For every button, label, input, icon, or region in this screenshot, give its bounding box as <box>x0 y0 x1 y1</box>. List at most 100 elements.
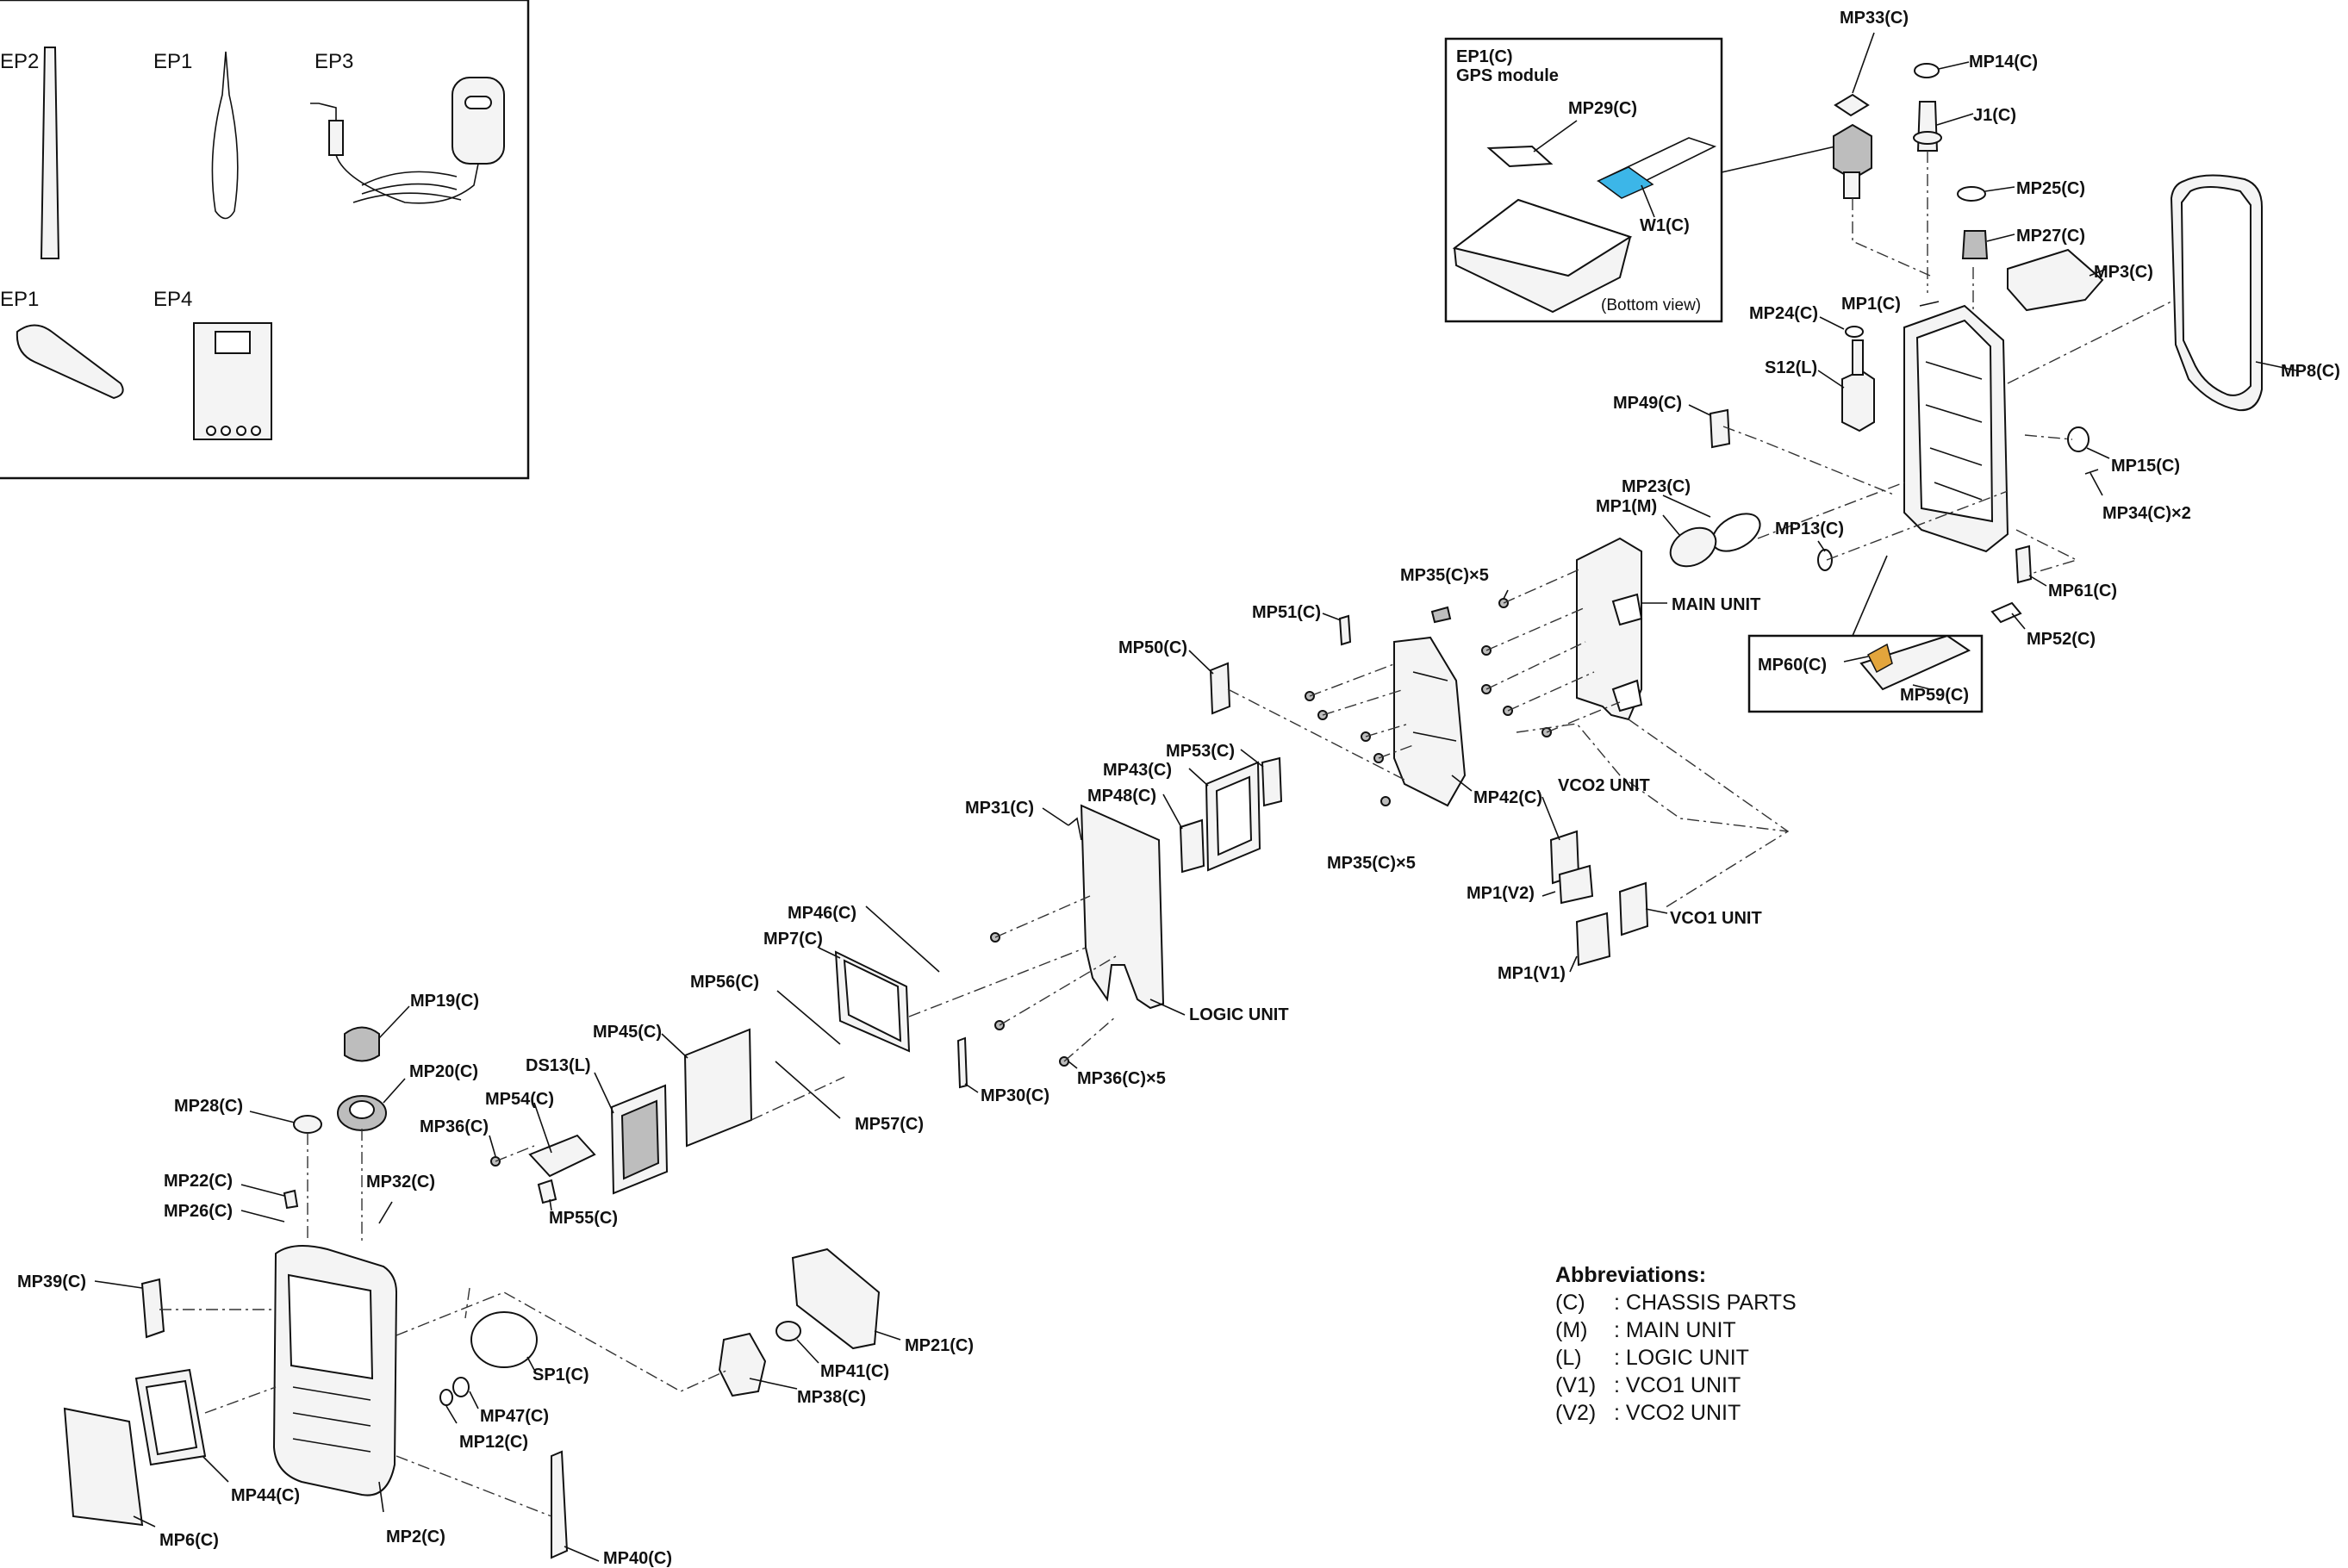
battery-case-drawing <box>193 322 272 440</box>
part-label: MP1(V2) <box>1467 884 1535 903</box>
part-label: MP56(C) <box>690 973 759 992</box>
part-label: MP44(C) <box>231 1486 300 1505</box>
main-unit-board <box>1576 537 1667 721</box>
part-label: MP54(C) <box>485 1090 554 1109</box>
gps-inset-subtitle: GPS module <box>1456 66 1559 85</box>
abbr-code: (C) <box>1555 1291 1585 1315</box>
part-label: MP21(C) <box>905 1336 974 1355</box>
part-label: MP52(C) <box>2027 630 2096 649</box>
accessory-label-ep4: EP4 <box>153 288 192 311</box>
part-label: MP13(C) <box>1775 520 1844 538</box>
part-label: MP1(M) <box>1596 497 1657 516</box>
part-label: MP1(C) <box>1841 295 1901 314</box>
part-label: MP19(C) <box>410 992 479 1011</box>
screws-mp35-upper <box>1481 589 1552 737</box>
part-label: MP38(C) <box>797 1388 866 1407</box>
belt-clip-drawing <box>16 324 124 400</box>
part-label: MP51(C) <box>1252 603 1321 622</box>
radio-front-housing <box>272 1245 398 1496</box>
label-mp29: MP29(C) <box>1568 99 1637 118</box>
label-w1: W1(C) <box>1640 216 1690 235</box>
part-label: MP7(C) <box>763 930 823 949</box>
part-label: MP61(C) <box>2048 582 2117 600</box>
abbr-meaning: : VCO2 UNIT <box>1614 1401 1741 1425</box>
part-label: MP8(C) <box>2281 362 2340 381</box>
gps-inset-view-note: (Bottom view) <box>1601 296 1701 314</box>
part-label: MP48(C) <box>1087 787 1156 806</box>
part-label: S12(L) <box>1765 358 1817 377</box>
part-label: MP43(C) <box>1103 761 1172 780</box>
part-label: MP15(C) <box>2111 457 2180 476</box>
assembly-guide-lines <box>159 151 2172 1517</box>
accessory-label-ep2: EP2 <box>0 50 39 73</box>
part-label: MP26(C) <box>164 1202 233 1221</box>
part-label: MP53(C) <box>1166 742 1235 761</box>
part-labels: MP33(C) MP14(C) J1(C) MP25(C) MP27(C) MP… <box>17 9 2340 1568</box>
gps-module-inset: EP1(C) GPS module MP29(C) W1(C) (Bottom … <box>1444 37 1836 323</box>
abbr-code: (M) <box>1555 1318 1587 1342</box>
part-label: MP34(C)×2 <box>2102 504 2191 523</box>
abbr-meaning: : VCO1 UNIT <box>1614 1373 1741 1397</box>
part-label: SP1(C) <box>533 1366 589 1384</box>
part-label: MAIN UNIT <box>1672 595 1760 614</box>
part-label: MP23(C) <box>1622 477 1691 496</box>
part-label: MP2(C) <box>386 1528 445 1546</box>
abbreviations-title: Abbreviations: <box>1555 1263 1706 1287</box>
accessory-label-ep1: EP1 <box>153 50 192 73</box>
part-label: MP1(V1) <box>1498 964 1566 983</box>
hand-strap-drawing <box>211 51 239 220</box>
part-label: MP20(C) <box>409 1062 478 1081</box>
accessory-label-ep3: EP3 <box>315 50 353 73</box>
part-label: MP35(C)×5 <box>1400 566 1489 585</box>
part-label: MP28(C) <box>174 1097 243 1116</box>
part-label: MP36(C) <box>420 1117 489 1136</box>
accessory-label-ep1-clip: EP1 <box>0 288 39 311</box>
part-label: J1(C) <box>1973 106 2016 125</box>
part-label: MP35(C)×5 <box>1327 854 1416 873</box>
part-label: MP36(C)×5 <box>1077 1069 1166 1088</box>
abbr-meaning: : LOGIC UNIT <box>1614 1346 1749 1370</box>
chassis-frame-drawing <box>1903 301 2009 553</box>
antenna-drawing <box>40 47 60 259</box>
part-label: MP30(C) <box>981 1086 1049 1105</box>
part-label: MP39(C) <box>17 1272 86 1291</box>
abbr-code: (V1) <box>1555 1373 1596 1397</box>
part-label: MP49(C) <box>1613 394 1682 413</box>
part-label: MP50(C) <box>1118 638 1187 657</box>
part-label: MP3(C) <box>2094 263 2153 282</box>
part-label: LOGIC UNIT <box>1189 1005 1289 1024</box>
accessories-panel: EP2 EP1 EP3 EP1 EP4 <box>0 0 530 480</box>
part-label: MP59(C) <box>1900 686 1969 705</box>
charger-drawing <box>310 77 505 204</box>
part-label: MP22(C) <box>164 1172 233 1191</box>
part-label: MP25(C) <box>2016 179 2085 198</box>
part-label: MP33(C) <box>1840 9 1909 28</box>
part-label: MP55(C) <box>549 1209 618 1228</box>
abbr-meaning: : CHASSIS PARTS <box>1614 1291 1797 1315</box>
part-label: MP14(C) <box>1969 53 2038 72</box>
part-label: MP60(C) <box>1758 656 1827 675</box>
part-label: MP45(C) <box>593 1023 662 1042</box>
part-label: MP31(C) <box>965 799 1034 818</box>
abbr-meaning: : MAIN UNIT <box>1614 1318 1736 1342</box>
part-label: VCO2 UNIT <box>1558 776 1650 795</box>
part-label: MP27(C) <box>2016 227 2085 246</box>
chassis-assembly <box>63 32 2297 1562</box>
gps-inset-title: EP1(C) <box>1456 47 1513 66</box>
part-label: DS13(L) <box>526 1056 591 1075</box>
w1-flex-tape <box>1597 166 1654 199</box>
part-label: VCO1 UNIT <box>1670 909 1762 928</box>
part-label: MP41(C) <box>820 1362 889 1381</box>
logic-unit-board <box>1080 804 1186 1016</box>
part-label: MP40(C) <box>603 1549 672 1568</box>
abbreviations-legend: Abbreviations: (C) : CHASSIS PARTS (M) :… <box>1555 1263 1797 1425</box>
part-label: MP6(C) <box>159 1531 219 1550</box>
part-label: MP47(C) <box>480 1407 549 1426</box>
abbr-code: (L) <box>1555 1346 1582 1370</box>
abbr-code: (V2) <box>1555 1401 1596 1425</box>
part-label: MP12(C) <box>459 1433 528 1452</box>
shield-plate-mp42 <box>1305 636 1473 807</box>
part-label: MP46(C) <box>788 904 856 923</box>
part-label: MP57(C) <box>855 1115 924 1134</box>
